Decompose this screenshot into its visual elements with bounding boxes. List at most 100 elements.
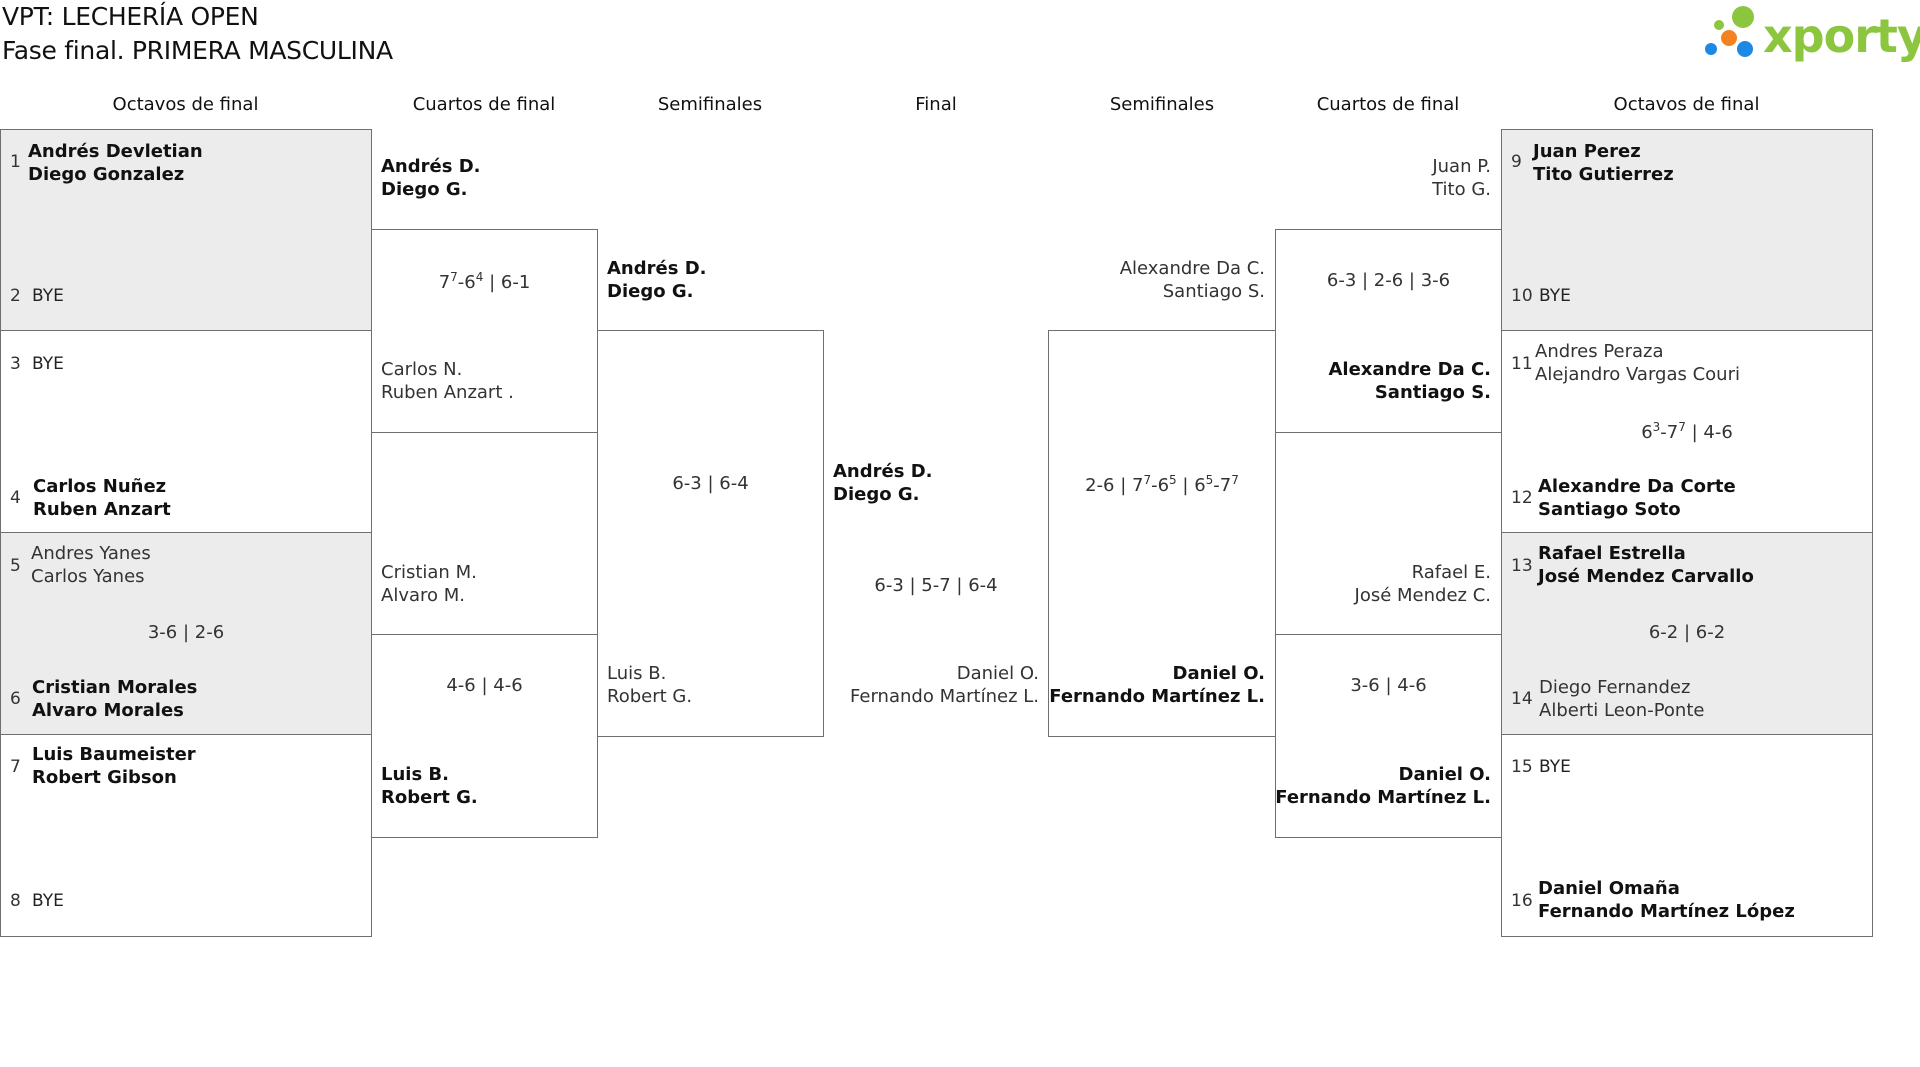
match-score: 6-3 | 2-6 | 3-6 <box>1326 270 1451 291</box>
team-5[interactable]: Andres Yanes Carlos Yanes <box>31 542 151 588</box>
player-name: Daniel O. <box>1398 764 1491 785</box>
player-name: Juan P. <box>1432 156 1491 177</box>
tournament-title: VPT: LECHERÍA OPEN <box>2 2 259 31</box>
column-label-final: Final <box>915 94 957 115</box>
left-r16-match-3 <box>0 532 372 735</box>
match-score: 4-6 | 4-6 <box>446 675 523 696</box>
team-11[interactable]: Andres Peraza Alejandro Vargas Couri <box>1535 340 1740 386</box>
match-score: 3-6 | 4-6 <box>1350 675 1427 696</box>
player-name: Fernando Martínez L. <box>850 686 1039 707</box>
player-name: Alvaro Morales <box>32 700 184 721</box>
seed-number: 1 <box>10 152 21 172</box>
player-name: Andres Peraza <box>1535 341 1664 362</box>
seed-number: 2 <box>10 286 21 306</box>
player-name: Diego G. <box>607 281 694 302</box>
player-name: Luis B. <box>381 764 449 785</box>
sf-team[interactable]: Luis B. Robert G. <box>607 662 692 708</box>
column-label-right-sf: Semifinales <box>1109 94 1215 115</box>
column-label-left-qf: Cuartos de final <box>412 94 556 115</box>
seed-number: 5 <box>10 556 21 576</box>
qf-team[interactable]: Daniel O. Fernando Martínez L. <box>1275 763 1491 809</box>
final-team[interactable]: Daniel O. Fernando Martínez L. <box>850 662 1039 708</box>
player-name: Santiago S. <box>1374 382 1491 403</box>
player-name: Alberti Leon-Ponte <box>1539 700 1705 721</box>
right-r16-match-3 <box>1501 532 1873 735</box>
player-name: Rafael E. <box>1411 562 1491 583</box>
player-name: Alvaro M. <box>381 585 465 606</box>
player-name: Alejandro Vargas Couri <box>1535 364 1740 385</box>
right-r16-match-1 <box>1501 129 1873 331</box>
player-name: Santiago Soto <box>1538 499 1681 520</box>
seed-number: 9 <box>1511 152 1522 172</box>
team-9[interactable]: Juan Perez Tito Gutierrez <box>1533 140 1674 186</box>
seed-number: 7 <box>10 757 21 777</box>
player-name: José Mendez C. <box>1354 585 1491 606</box>
sf-team[interactable]: Andrés D. Diego G. <box>607 257 706 303</box>
xporty-logo[interactable]: xporty <box>1695 5 1920 69</box>
bye-label: BYE <box>32 286 64 306</box>
player-name: Carlos Nuñez <box>33 476 167 497</box>
column-label-right-qf: Cuartos de final <box>1316 94 1460 115</box>
player-name: Robert G. <box>381 787 478 808</box>
player-name: Juan Perez <box>1533 141 1641 162</box>
seed-number: 4 <box>10 488 21 508</box>
sf-team[interactable]: Daniel O. Fernando Martínez L. <box>1049 662 1265 708</box>
player-name: Andrés D. <box>607 258 707 279</box>
qf-team[interactable]: Carlos N. Ruben Anzart . <box>381 358 514 404</box>
sf-team[interactable]: Alexandre Da C. Santiago S. <box>1120 257 1265 303</box>
match-score: 3-6 | 2-6 <box>147 622 225 643</box>
player-name: Fernando Martínez López <box>1538 901 1795 922</box>
team-14[interactable]: Diego Fernandez Alberti Leon-Ponte <box>1539 676 1704 722</box>
qf-team[interactable]: Andrés D. Diego G. <box>381 155 480 201</box>
team-4[interactable]: Carlos Nuñez Ruben Anzart <box>33 475 171 521</box>
final-team[interactable]: Andrés D. Diego G. <box>833 460 932 506</box>
player-name: Diego G. <box>833 484 920 505</box>
player-name: Alexandre Da C. <box>1119 258 1265 279</box>
player-name: Diego Fernandez <box>1539 677 1691 698</box>
player-name: Ruben Anzart <box>33 499 171 520</box>
match-score: 77-64 | 6-1 <box>438 270 531 293</box>
player-name: Daniel Omaña <box>1538 878 1680 899</box>
team-16[interactable]: Daniel Omaña Fernando Martínez López <box>1538 877 1795 923</box>
seed-number: 15 <box>1511 757 1533 777</box>
seed-number: 12 <box>1511 488 1533 508</box>
player-name: Rafael Estrella <box>1538 543 1686 564</box>
player-name: Robert G. <box>607 686 693 707</box>
team-12[interactable]: Alexandre Da Corte Santiago Soto <box>1538 475 1736 521</box>
final-score: 6-3 | 5-7 | 6-4 <box>874 575 998 596</box>
qf-team[interactable]: Juan P. Tito G. <box>1432 155 1491 201</box>
player-name: José Mendez Carvallo <box>1538 566 1754 587</box>
qf-team[interactable]: Luis B. Robert G. <box>381 763 478 809</box>
player-name: Cristian M. <box>381 562 477 583</box>
team-6[interactable]: Cristian Morales Alvaro Morales <box>32 676 197 722</box>
seed-number: 16 <box>1511 891 1533 911</box>
column-label-left-sf: Semifinales <box>657 94 763 115</box>
player-name: Tito G. <box>1432 179 1491 200</box>
left-sf-match <box>597 330 824 737</box>
player-name: Andres Yanes <box>31 543 151 564</box>
player-name: Robert Gibson <box>32 767 177 788</box>
bye-label: BYE <box>32 891 64 911</box>
player-name: Luis B. <box>607 663 667 684</box>
player-name: Daniel O. <box>956 663 1039 684</box>
qf-team[interactable]: Cristian M. Alvaro M. <box>381 561 477 607</box>
player-name: Diego Gonzalez <box>28 164 185 185</box>
team-7[interactable]: Luis Baumeister Robert Gibson <box>32 743 196 789</box>
qf-team[interactable]: Rafael E. José Mendez C. <box>1355 561 1491 607</box>
player-name: Luis Baumeister <box>32 744 196 765</box>
player-name: Cristian Morales <box>32 677 198 698</box>
qf-team[interactable]: Alexandre Da C. Santiago S. <box>1328 358 1491 404</box>
player-name: Alexandre Da Corte <box>1538 476 1736 497</box>
team-13[interactable]: Rafael Estrella José Mendez Carvallo <box>1538 542 1754 588</box>
seed-number: 13 <box>1511 556 1533 576</box>
match-score: 63-77 | 4-6 <box>1641 420 1733 443</box>
left-r16-match-1 <box>0 129 372 331</box>
team-1[interactable]: Andrés Devletian Diego Gonzalez <box>28 140 203 186</box>
player-name: Alexandre Da C. <box>1328 359 1491 380</box>
match-score: 6-2 | 6-2 <box>1648 622 1726 643</box>
player-name: Andrés Devletian <box>28 141 203 162</box>
bye-label: BYE <box>32 354 64 374</box>
xporty-logo-text: xporty <box>1763 9 1920 63</box>
player-name: Andrés D. <box>381 156 481 177</box>
player-name: Andrés D. <box>833 461 933 482</box>
